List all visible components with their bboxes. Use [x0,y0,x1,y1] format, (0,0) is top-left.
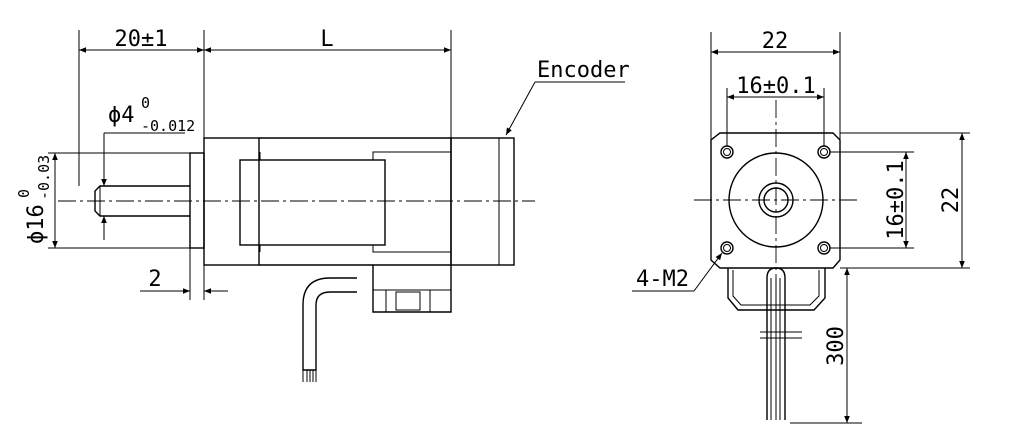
cable [302,277,357,371]
dim-shaft-dia-upper: 0 [141,94,150,112]
dim-pilot-dia: ϕ16 [24,204,49,244]
front-flange [710,132,841,269]
stator-window [239,159,386,246]
dim-hole-spacing-h: 16±0.1 [736,74,815,99]
dim-shaft-dia-lower: -0.012 [141,117,195,135]
encoder-body [450,137,515,266]
flange [203,137,260,266]
dim-pilot-dia-lower: -0.03 [35,155,53,200]
dim-front-width: 22 [762,29,789,54]
cable-block [372,265,452,313]
dim-hole-spacing-v: 16±0.1 [884,160,909,239]
holes-label: 4-M2 [636,267,689,292]
dim-pilot-dia-upper: 0 [15,189,33,198]
dim-cable-length: 300 [824,326,849,366]
dim-flange-thickness: 2 [148,267,161,292]
dim-front-height: 22 [939,187,964,214]
motor-body [259,137,452,266]
dim-body-length: L [320,27,333,52]
front-cable [766,267,786,420]
front-view: 22 16±0.1 16±0.1 22 4-M2 300 [632,29,970,424]
dim-shaft-dia: ϕ4 [108,103,135,128]
side-view: 20±1 L Encoder ϕ4 0 -0.012 ϕ16 0 -0.03 2 [15,27,630,382]
dim-shaft-length: 20±1 [115,27,168,52]
encoder-label: Encoder [537,58,630,83]
pilot-boss [189,152,205,249]
